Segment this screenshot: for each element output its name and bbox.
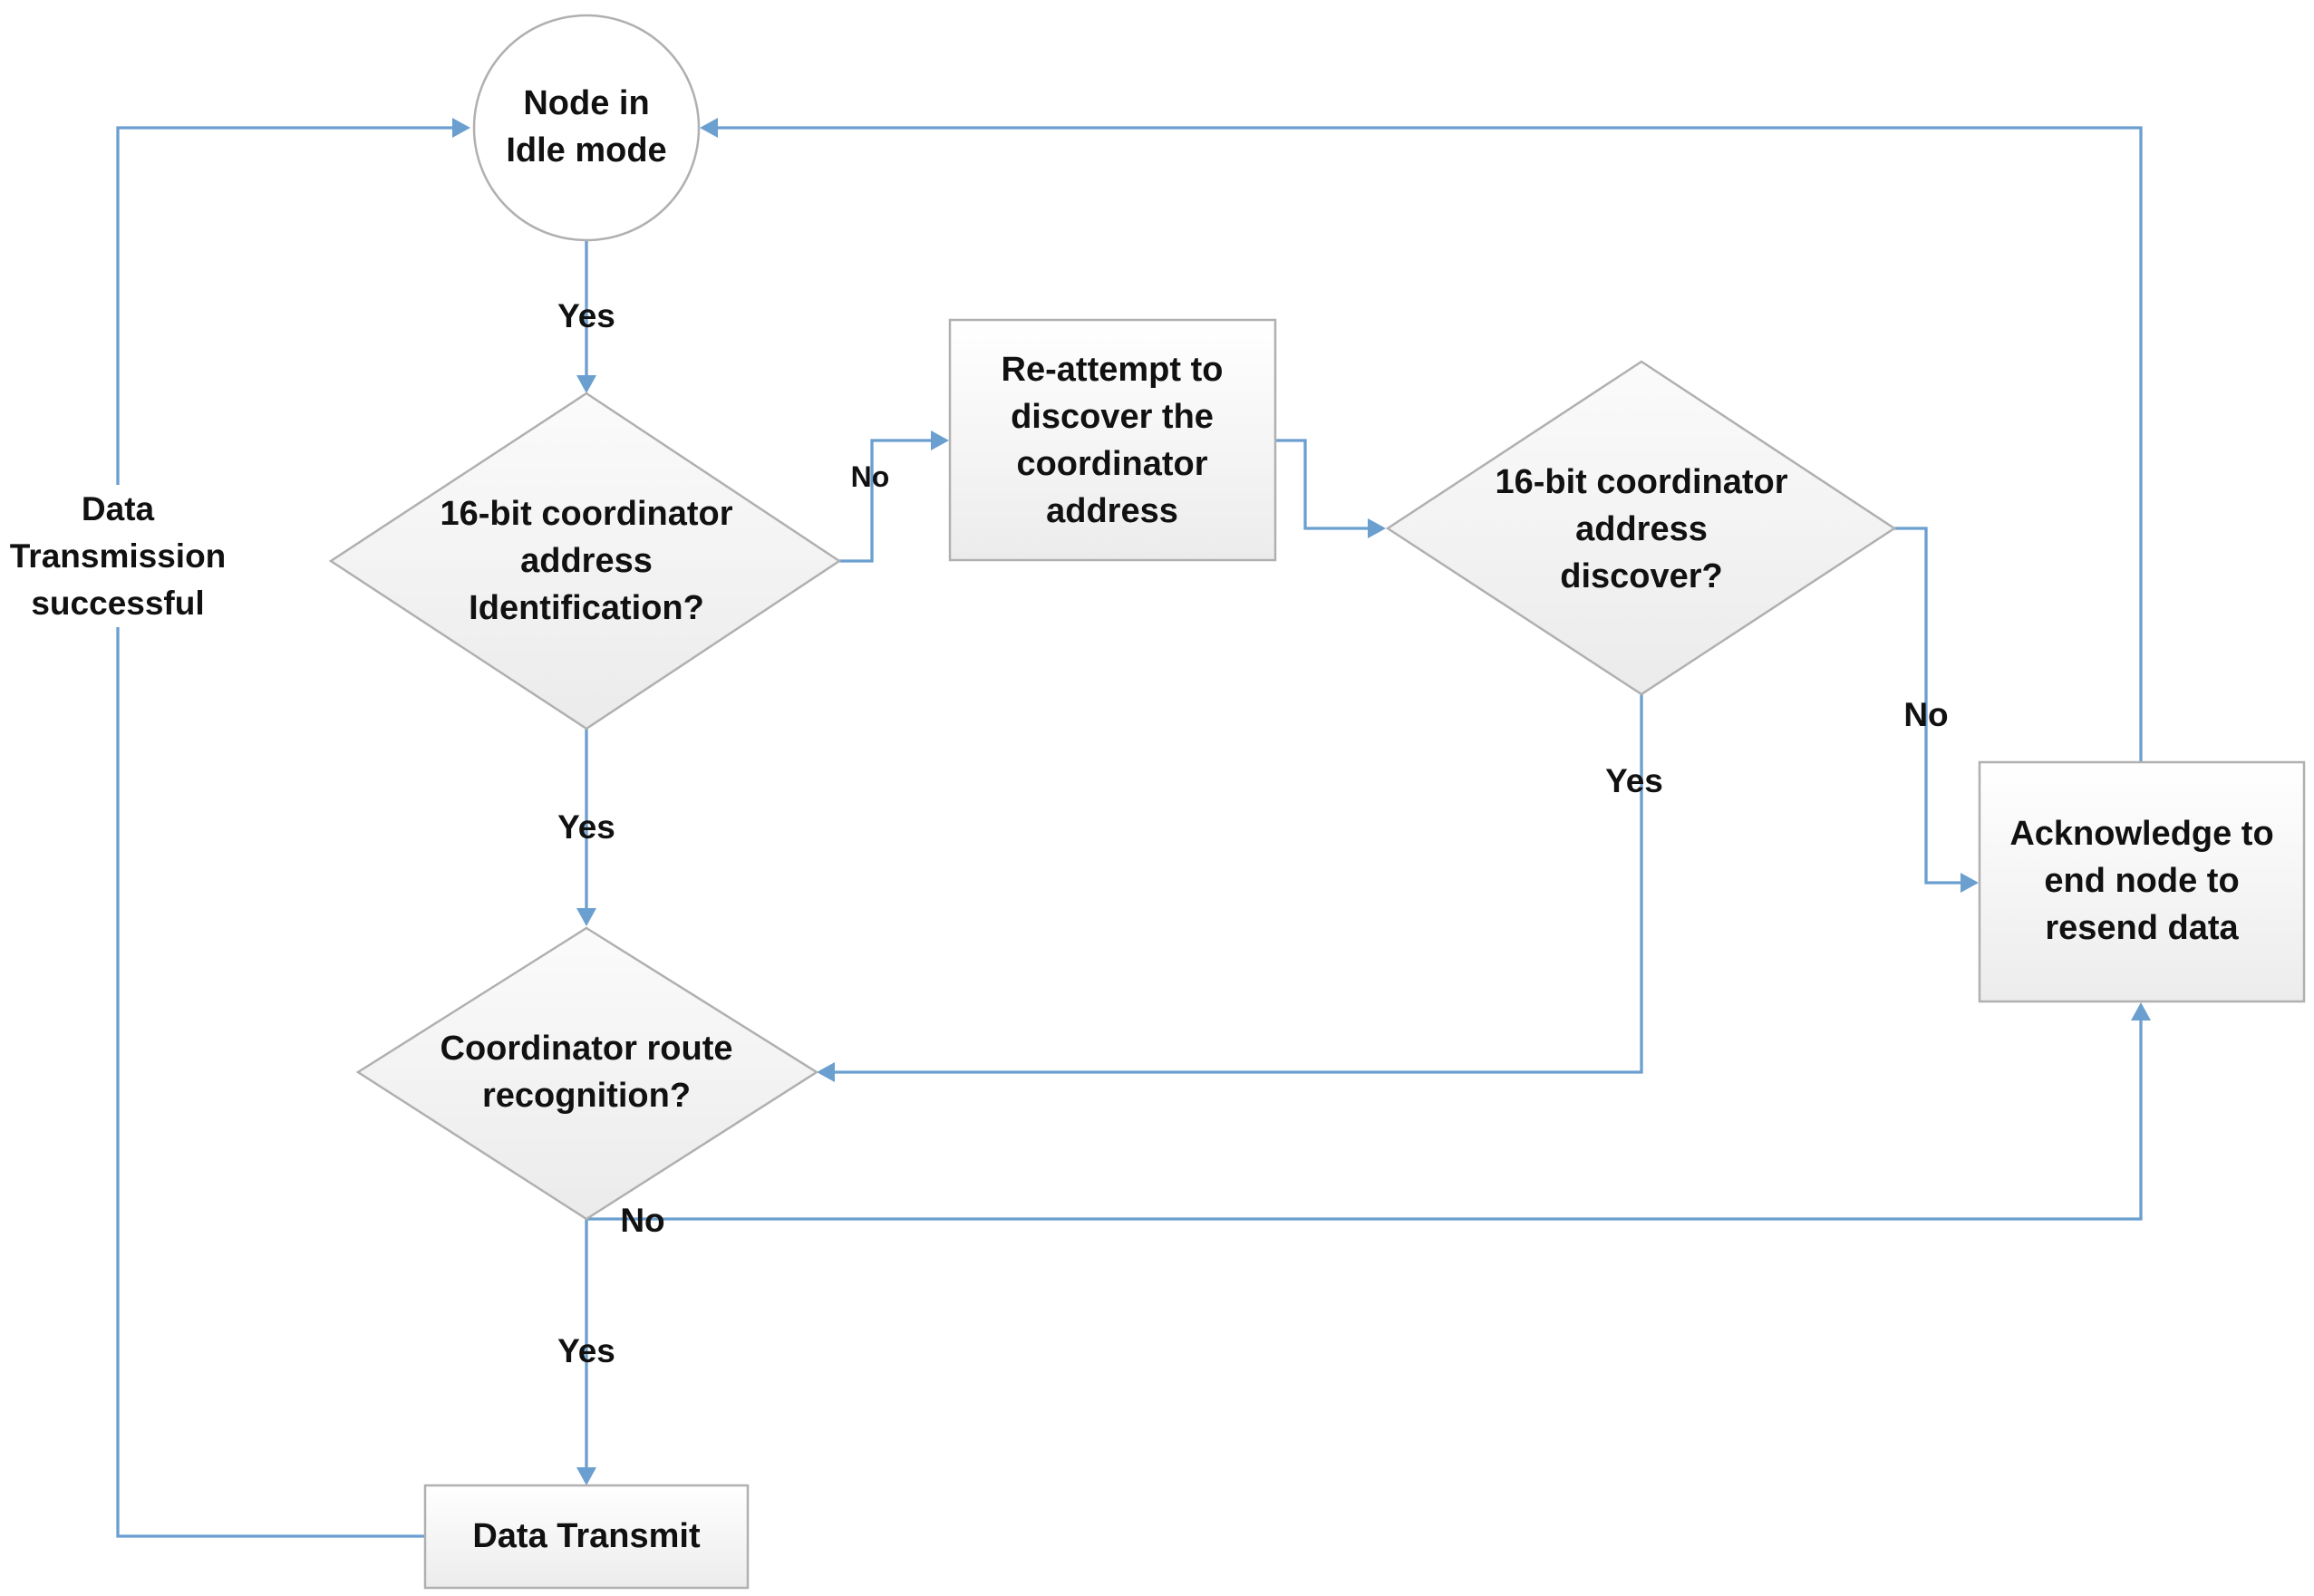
node-route-label-line: Coordinator route: [441, 1030, 733, 1068]
node-idle-label-line: Idle mode: [506, 131, 666, 169]
node-discover-label-line: discover?: [1560, 557, 1723, 595]
node-acknowledge-label-line: end node to: [2044, 862, 2239, 900]
node-acknowledge: [1978, 760, 2306, 1003]
node-reattempt: [948, 318, 1277, 562]
node-identification-label-line: Identification?: [469, 589, 704, 627]
arrowhead-icon: [1368, 518, 1386, 538]
node-identification-label-line: 16-bit coordinator: [440, 495, 732, 533]
edge-label-yes: Yes: [557, 808, 615, 846]
node-reattempt-label-line: Re-attempt to: [1002, 351, 1224, 389]
edge-discover-to-route: [833, 694, 1643, 1074]
node-acknowledge-label-line: resend data: [2045, 909, 2239, 947]
arrowhead-icon: [931, 430, 949, 450]
node-discover-label-line: 16-bit coordinator: [1495, 463, 1787, 501]
arrowhead-icon: [1961, 873, 1979, 893]
shapes: [328, 14, 2306, 1590]
arrowhead-icon: [2131, 1002, 2151, 1020]
node-idle-label-line: Node in: [523, 84, 649, 122]
arrowhead-icon: [576, 908, 596, 926]
node-reattempt-label-line: coordinator: [1016, 445, 1207, 483]
edge-discover-to-acknowledge: [1894, 527, 1962, 885]
node-route-label-line: recognition?: [482, 1077, 691, 1115]
connectors: [116, 118, 2151, 1538]
edge-label-yes: Yes: [557, 297, 615, 334]
edge-identification-to-reattempt: [839, 439, 934, 563]
node-idle: [472, 14, 701, 242]
node-transmit: [423, 1484, 750, 1590]
edge-label-no: No: [851, 460, 890, 493]
edge-transmit-to-idle-upper: [116, 126, 454, 485]
edge-label-transmission-line: Data: [82, 490, 155, 527]
edge-label-yes: Yes: [1605, 762, 1663, 799]
edge-label-no: No: [620, 1202, 664, 1239]
node-route: [355, 926, 819, 1221]
node-discover-label-line: address: [1575, 510, 1708, 548]
edge-route-to-acknowledge: [586, 1019, 2143, 1221]
node-discover: [1385, 360, 1897, 696]
node-labels: Node in Idle mode 16-bit coordinator add…: [440, 84, 2273, 1555]
node-acknowledge-label-line: Acknowledge to: [2009, 815, 2273, 853]
arrowhead-icon: [452, 118, 470, 138]
edge-label-transmission-line: Transmission: [10, 537, 227, 575]
edge-reattempt-to-discover: [1275, 439, 1370, 530]
edge-labels: Yes No Yes Yes No No Yes Data Transmissi…: [10, 297, 1949, 1369]
arrowhead-icon: [576, 375, 596, 393]
node-transmit-label: Data Transmit: [472, 1517, 701, 1555]
arrowhead-icon: [576, 1467, 596, 1485]
node-reattempt-label-line: address: [1046, 492, 1178, 530]
arrowhead-icon: [700, 118, 718, 138]
edge-transmit-to-idle: [116, 627, 425, 1538]
edge-label-no: No: [1903, 696, 1948, 733]
node-identification: [328, 392, 842, 730]
arrowhead-icon: [817, 1062, 835, 1082]
node-reattempt-label-line: discover the: [1011, 398, 1214, 436]
edge-label-yes: Yes: [557, 1332, 615, 1369]
node-identification-label-line: address: [520, 542, 653, 580]
edge-acknowledge-to-idle: [716, 126, 2143, 762]
edge-label-transmission-line: successful: [31, 585, 204, 622]
